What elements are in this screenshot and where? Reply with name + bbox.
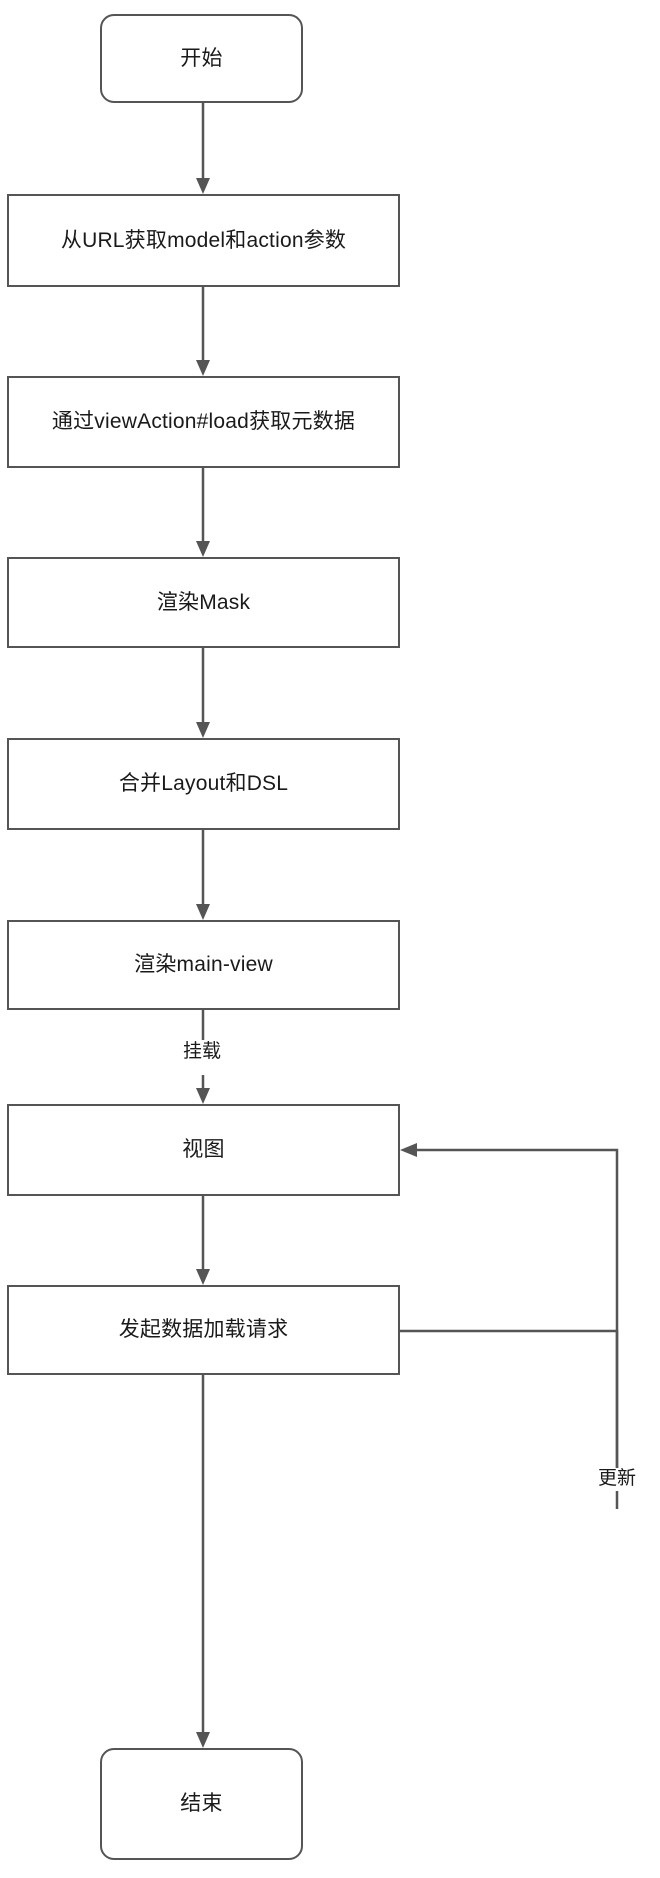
node-merge-dsl-label: 合并Layout和DSL [118,772,289,796]
node-merge-dsl[interactable]: 合并Layout和DSL [7,738,400,830]
node-end[interactable]: 结束 [100,1748,303,1860]
node-view-label: 视图 [182,1138,225,1162]
edge-load-data-to-view-feedback [400,1143,619,1509]
node-load-meta[interactable]: 通过viewAction#load获取元数据 [7,376,400,468]
node-render-main[interactable]: 渲染main-view [7,920,400,1010]
node-load-data[interactable]: 发起数据加载请求 [7,1285,400,1375]
node-get-params-label: 从URL获取model和action参数 [60,228,347,252]
edge-load-data-to-end [196,1375,210,1748]
node-load-data-label: 发起数据加载请求 [118,1318,289,1342]
edge-view-to-load-data [196,1196,210,1285]
edge-label-update: 更新 [595,1468,640,1491]
edge-label-mount: 挂载 [180,1041,225,1064]
edge-load-meta-to-render-mask [196,468,210,557]
edge-render-mask-to-merge-dsl [196,648,210,738]
node-get-params[interactable]: 从URL获取model和action参数 [7,194,400,287]
edge-start-to-get-params [196,103,210,194]
node-render-mask-label: 渲染Mask [156,590,251,614]
edge-get-params-to-load-meta [196,287,210,376]
edge-merge-dsl-to-render-main [196,830,210,920]
node-view[interactable]: 视图 [7,1104,400,1196]
node-start[interactable]: 开始 [100,14,303,103]
node-load-meta-label: 通过viewAction#load获取元数据 [51,410,356,434]
node-render-mask[interactable]: 渲染Mask [7,557,400,648]
node-render-main-label: 渲染main-view [134,953,273,977]
node-end-label: 结束 [180,1792,223,1816]
node-start-label: 开始 [180,46,223,70]
